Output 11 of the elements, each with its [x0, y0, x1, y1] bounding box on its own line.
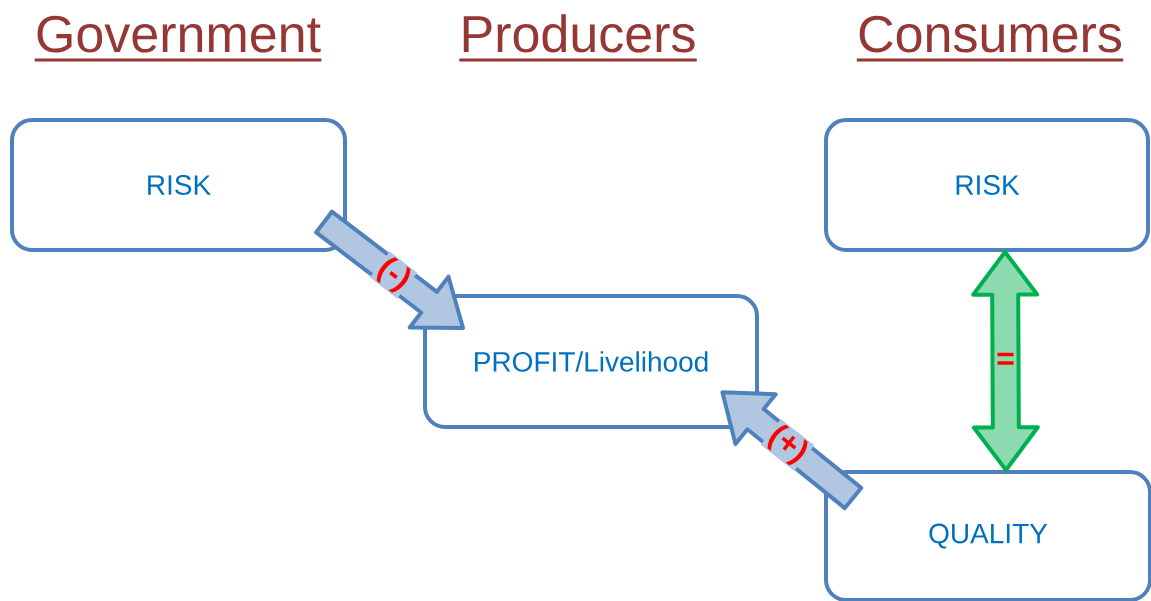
block-arrow: [971, 250, 1040, 472]
text-box: RISK: [824, 118, 1150, 252]
edge-label: (+): [760, 419, 815, 471]
edge-label: (-): [369, 251, 418, 299]
heading: Producers: [459, 14, 697, 62]
text-box: RISK: [10, 118, 347, 252]
edge-label: =: [994, 351, 1017, 371]
heading: Government: [34, 15, 322, 62]
text-box: PROFIT/Livelihood: [423, 294, 759, 429]
heading: Consumers: [856, 15, 1124, 62]
text-box: QUALITY: [824, 470, 1151, 601]
